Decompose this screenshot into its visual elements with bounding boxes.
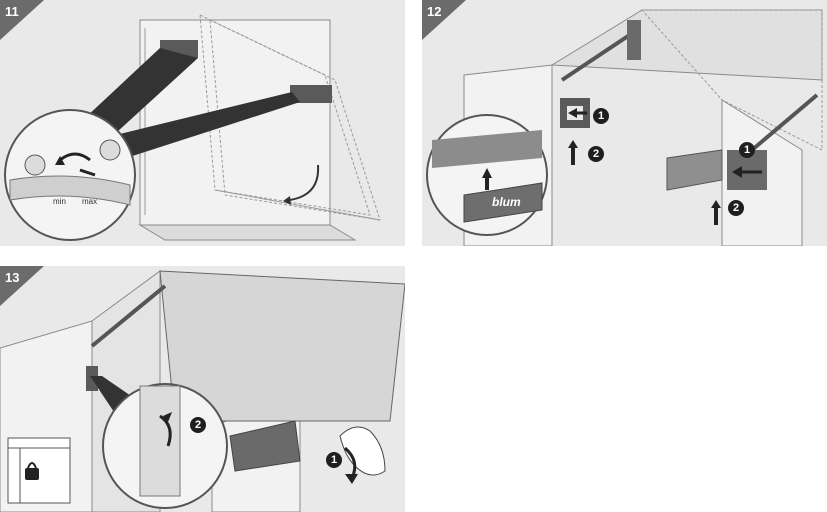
step-13-tab: 13	[0, 266, 44, 306]
step-11-panel: 11 min max	[0, 0, 405, 246]
step-12-number: 12	[427, 4, 442, 19]
step-11-tab: 11	[0, 0, 44, 40]
callout-1-right: 1	[739, 142, 755, 158]
callout-2-left: 2	[588, 146, 604, 162]
open-flap	[159, 270, 405, 422]
step-12-tab: 12	[422, 0, 466, 40]
callout-2: 2	[190, 417, 206, 433]
min-label: min	[53, 197, 66, 206]
step-12-panel: 12 blum 1 2 1 2	[422, 0, 827, 246]
step-13-number: 13	[5, 270, 20, 285]
callout-2-right: 2	[728, 200, 744, 216]
max-label: max	[82, 197, 98, 206]
step-13-panel: 13 2 1	[0, 266, 405, 512]
callout-1: 1	[326, 452, 342, 468]
step-11-illustration	[4, 14, 381, 241]
lift-mechanism-right	[290, 85, 332, 103]
blum-logo: blum	[492, 195, 521, 209]
lock-icon	[7, 437, 71, 504]
callout-1-left: 1	[593, 108, 609, 124]
step-12-illustration	[426, 9, 823, 246]
step-13-illustration	[0, 270, 405, 512]
step-11-number: 11	[5, 4, 19, 19]
